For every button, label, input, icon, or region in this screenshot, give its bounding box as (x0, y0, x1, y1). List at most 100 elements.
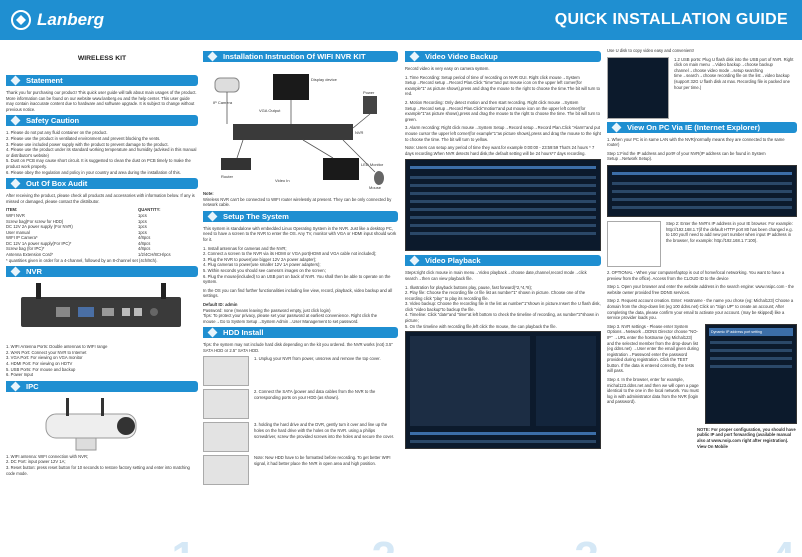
ipc-list: 1. WIFI antenna: WIFI connection with NV… (6, 454, 198, 476)
list-item: 1. Please do not put any fluid container… (6, 130, 108, 136)
hdd-tips: Tips: the system may not include hard di… (203, 342, 393, 353)
usb-screenshot (607, 56, 669, 119)
install-note: Wireless NVR can't be connected to WIFI … (203, 196, 392, 208)
browser-screenshot (607, 220, 661, 267)
playback-intro: Steps:right click mouse in main menu→Vid… (405, 270, 587, 281)
list-item: 2. Please use the product in ventilated … (6, 135, 161, 141)
section-setup: Setup The System (203, 210, 398, 222)
item-name: WIFI IP Camera* (6, 235, 38, 241)
section-nvr: NVR (6, 266, 198, 278)
step-text: 3. holding the hard drive and the DVR, g… (254, 422, 395, 439)
safety-list: 1. Please do not put any fluid container… (6, 130, 198, 175)
list-item: 3. Video backup: Choose the recording fi… (405, 301, 601, 312)
product-name: WIRELESS KIT (77, 55, 127, 62)
item-qty: 1pcs (138, 212, 147, 218)
list-item: 4. Please use the product under its stan… (6, 147, 197, 158)
hdd-step: 3. holding the hard drive and the DVR, g… (203, 422, 398, 453)
item-name: WIFI NVR (6, 212, 25, 218)
diagram-label: Mouse (369, 185, 382, 190)
diagram-label: NVR (355, 130, 364, 135)
section-title: Statement (26, 76, 63, 85)
diagram-label: Power (363, 90, 375, 95)
nvr-back-panel-image (21, 283, 181, 328)
lanberg-logo-icon (11, 10, 31, 30)
section-install: Installation Instruction Of WIFI NVR KIT (203, 51, 398, 62)
column-3: Video Video Backup Record video is very … (405, 48, 601, 553)
list-item: 4. Plug cameras to power(use smaller 12V… (203, 262, 321, 268)
step-text: Step 4. In the browser, enter for exampl… (607, 377, 699, 405)
list-item: 2. WAN Port: Connect your NVR to Interne… (6, 349, 87, 355)
section-box: Out Of Box Audit (6, 178, 198, 190)
ip-camera-image (45, 397, 137, 451)
backup-note: Note: Users can setup any period of time… (405, 145, 595, 156)
backup-list: 1. Time Recording: Setup period of time … (405, 75, 601, 143)
item-qty: 1pcs (138, 218, 147, 224)
section-pc-view: View On PC Via IE (Internet Explorer) (607, 121, 797, 133)
diagram-label: Video In (275, 178, 290, 183)
diagram-label: Router (221, 174, 234, 179)
list-item: 5. Within seconds you should see camera'… (203, 267, 326, 273)
list-item: 1. Time Recording: Setup period of time … (405, 74, 600, 97)
section-video-backup: Video Video Backup (405, 51, 601, 62)
column-1: WIRELESS KIT Statement Thank you for pur… (6, 48, 198, 553)
list-item: 4. HDMI Port: For viewing on HDTV (6, 361, 73, 367)
default-password: Password: none (means leaving the passwo… (203, 307, 331, 313)
list-item: 3. Please use included power supply with… (6, 141, 169, 147)
box-text: After receiving the product, please chec… (6, 193, 195, 204)
items-header: ITEM:QUANTITY: (6, 207, 198, 213)
default-id: Default ID: admin (203, 301, 238, 307)
list-item: 1. WIFI Antenna Ports: Double antennas t… (6, 344, 108, 350)
list-item: 1. WIFI antenna: WIFI connection with NV… (6, 453, 89, 459)
pc-step: Step 2. Request account creation. Enter:… (607, 298, 794, 321)
pc-step: 1. When your PC is in same LAN with the … (607, 136, 785, 148)
usb-intro: Use U disk to copy video easy and conven… (607, 48, 694, 53)
list-item: 5. Dust on PCB may cause short circuit. … (6, 158, 191, 169)
list-item: 2. Motion Recording: Only detect motion … (405, 99, 600, 122)
diagram-label: IP Camera (213, 100, 233, 105)
section-title: Installation Instruction Of WIFI NVR KIT (223, 52, 366, 61)
section-playback: Video Playback (405, 255, 601, 267)
ddns-steps: Step 3. NVR settings - Please enter Syst… (607, 323, 797, 424)
statement-text: Thank you for purchasing our product! Th… (6, 90, 197, 112)
hdd-step-image (203, 455, 249, 486)
brand-name: Lanberg (37, 10, 105, 29)
item-qty: 1/2/4CH/8CH/pcs (138, 252, 171, 258)
pc-step: 2. OPTIONAL - When your computer/laptop … (607, 269, 785, 281)
playback-list: 1. Illustration for playback buttons pla… (405, 285, 601, 330)
list-item: WIFI NVR 1pcs (6, 213, 198, 219)
section-title: Video Playback (425, 256, 481, 266)
section-title: Out Of Box Audit (26, 179, 88, 189)
item-qty: 4/8pcs (138, 246, 151, 252)
list-item: 3. Plug the NVR to power(use bigger 12V … (203, 256, 317, 262)
list-item: 6. Plug the mouse(included) to an USB po… (203, 273, 391, 285)
list-item: 6. Please obey the regulation and policy… (6, 169, 181, 175)
item-qty: 1pcs (138, 224, 147, 230)
list-item: 2. DC Port: input power 12V 1A; (6, 459, 66, 465)
list-item: Screw bag(For screw for HDD)1pcs (6, 219, 198, 225)
list-item: 6. Power Input (6, 372, 34, 378)
column-4: Use U disk to copy video easy and conven… (607, 48, 797, 553)
item-qty: 4/8pcs (138, 240, 151, 246)
step-text: Step 2: Enter the NVR's IP address in yo… (666, 220, 793, 243)
step-text: Step 3. NVR settings - Please enter Syst… (607, 323, 699, 374)
note-heading: Note: (203, 191, 214, 196)
pc-step-2: Step 2: Enter the NVR's IP address in yo… (607, 220, 797, 267)
section-title: Video Video Backup (425, 52, 498, 61)
items-note: * quantities given in order for a 4-chan… (6, 257, 158, 263)
list-item: WIFI IP Camera*4/8pcs (6, 235, 198, 241)
hdd-step-image (203, 422, 249, 453)
diagram-label: Display device (311, 77, 338, 82)
step-text: 2. Connect the SATA (power and data cabl… (254, 389, 376, 401)
usb-backup: 1.2 USB ports: Plug U flash disk into th… (607, 56, 797, 119)
section-ipc: IPC (6, 380, 198, 392)
item-header: ITEM: (6, 207, 18, 213)
section-statement: Statement (6, 75, 198, 86)
final-note: NOTE: For proper configuration, you shou… (697, 426, 796, 449)
setup-intro: This system is standalone with embedded … (203, 225, 397, 242)
list-item: Screw bag (for IPC)*4/8pcs (6, 246, 198, 252)
item-qty: 1pcs (138, 229, 147, 235)
item-name: User manual (6, 229, 30, 235)
playback-screenshot (405, 331, 601, 450)
list-item: 3. Alarm recording: Right click mouse→Sy… (405, 125, 601, 142)
nvr-port-list: 1. WIFI Antenna Ports: Double antennas t… (6, 344, 198, 378)
